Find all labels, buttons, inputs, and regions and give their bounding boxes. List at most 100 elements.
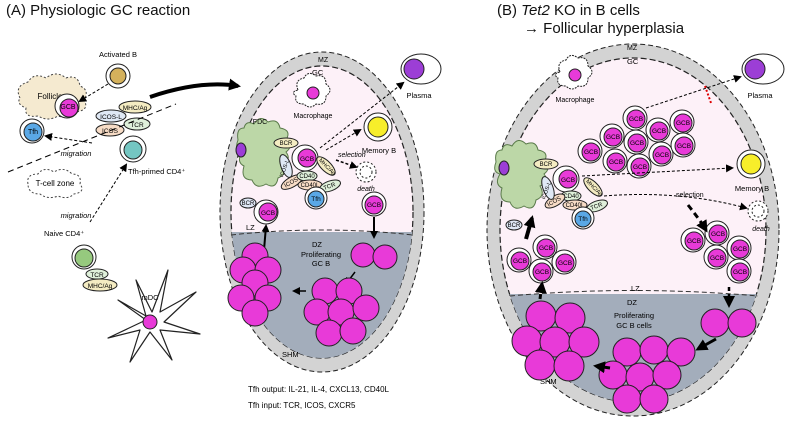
svg-text:Tfh: Tfh	[311, 196, 321, 203]
svg-text:GCB: GCB	[513, 258, 527, 265]
gc-panel-b: MZ GC LZ DZ Proliferating GC B cells SHM…	[486, 43, 785, 417]
gcb-lz-right-a: GCB	[361, 191, 387, 217]
svg-text:Memory B: Memory B	[362, 146, 396, 155]
svg-text:GCB: GCB	[733, 269, 747, 276]
naive-cd4-label: Naive CD4⁺	[44, 229, 84, 238]
macrophage-b: Macrophage	[554, 54, 595, 104]
mz-label-b: MZ	[627, 45, 638, 52]
panel-a-left: Follicle Activated B GCB Tfh ICOS-L MHC/…	[7, 50, 241, 363]
tcr-receptor	[123, 117, 151, 131]
zone-boundary	[7, 103, 177, 173]
svg-text:Macrophage: Macrophage	[294, 113, 333, 120]
svg-text:Plasma: Plasma	[747, 91, 773, 100]
arrow-dz-to-lz-b	[534, 281, 547, 300]
gc-label-a: GC	[312, 68, 324, 77]
activated-b-label: Activated B	[99, 50, 137, 59]
lz-label-a: LZ	[246, 223, 255, 232]
lz-dz-boundary-b	[509, 290, 759, 297]
icosl-receptor	[95, 109, 127, 123]
svg-text:GCB: GCB	[558, 260, 572, 267]
central-gcb-a: GCB BCR ICOS-L ICOS CD40 CD40L MHC/Ag TC…	[273, 137, 366, 210]
svg-text:MHC/Ag: MHC/Ag	[88, 283, 113, 290]
shm-label-b: SHM	[540, 377, 557, 386]
mhc-ag-receptor	[118, 100, 152, 114]
gcb-cluster-right-b: GCB GCB GCB GCB GCB	[680, 220, 752, 284]
arrow-selection-b	[686, 204, 708, 233]
svg-text:CD40: CD40	[299, 174, 315, 180]
svg-text:GCB: GCB	[687, 238, 701, 245]
svg-text:Macrophage: Macrophage	[556, 97, 595, 104]
dz-cells-b	[511, 300, 757, 414]
arrow-naive-to-primed	[89, 163, 128, 223]
arrow-up-b	[523, 215, 536, 240]
tet2-gene: Tet2	[521, 2, 550, 19]
svg-text:TCR: TCR	[130, 122, 144, 129]
svg-text:GCB: GCB	[652, 128, 666, 135]
svg-text:GCB: GCB	[609, 159, 623, 166]
t-cell-zone-cloud: T-cell zone	[27, 168, 83, 199]
memory-b-b: Memory B	[735, 149, 769, 193]
arrow-dz-shm-b	[593, 361, 611, 374]
svg-text:GCB: GCB	[539, 245, 553, 252]
tfh-input-text: Tfh input: TCR, ICOS, CXCR5	[248, 401, 356, 410]
svg-text:death: death	[752, 226, 770, 233]
arrow-to-gc-a	[149, 78, 241, 99]
svg-text:GCB: GCB	[629, 116, 643, 123]
block-mark-b	[704, 85, 712, 104]
gcb-lz-left-b: BCR	[505, 219, 523, 231]
svg-text:ICOS-L: ICOS-L	[541, 181, 553, 200]
arrow-activated-to-gcb	[78, 83, 109, 103]
arrow-to-death-b	[603, 194, 748, 211]
arrow-migration-tfh	[44, 132, 93, 144]
death-cell-a: death	[355, 161, 377, 193]
fdc-b	[494, 140, 549, 209]
memory-b-a: Memory B	[362, 112, 396, 155]
svg-text:GCB: GCB	[733, 246, 747, 253]
arrow-to-plasma-b	[645, 75, 742, 109]
svg-text:TCR: TCR	[90, 272, 104, 279]
plasma-cell-a: Plasma	[400, 53, 442, 100]
svg-text:CD40: CD40	[563, 194, 579, 200]
svg-text:GCB: GCB	[300, 156, 314, 163]
svg-text:TCR: TCR	[590, 202, 604, 212]
svg-text:GCB: GCB	[655, 152, 669, 159]
lz-dz-boundary-a	[230, 229, 414, 236]
tfh-output-text: Tfh output: IL-21, IL-4, CXCL13, CD40L	[248, 385, 390, 394]
svg-text:GCB: GCB	[676, 120, 690, 127]
svg-text:ICOS-L: ICOS-L	[279, 159, 291, 178]
migration-label-2: migration	[61, 211, 92, 220]
gc-panel-a: MZ GC LZ DZ Proliferating GC B SHM Macro…	[219, 51, 442, 410]
proliferating-label-b2: GC B cells	[616, 321, 652, 330]
dz-label-b: DZ	[627, 298, 637, 307]
svg-text:GCB: GCB	[677, 143, 691, 150]
death-cell-b: death	[747, 200, 770, 233]
svg-text:TCR: TCR	[323, 182, 337, 192]
icos-receptor	[95, 123, 125, 137]
arrow-to-plasma-a	[319, 81, 405, 149]
svg-text:GCB: GCB	[367, 202, 381, 209]
arrow-dz-to-lz-a	[261, 224, 270, 251]
svg-text:death: death	[357, 186, 375, 193]
svg-text:GCB: GCB	[711, 231, 725, 238]
arrow-to-death-a	[335, 159, 358, 169]
dz-label-a: DZ	[312, 240, 322, 249]
shm-label-a: SHM	[282, 350, 299, 359]
panel-a-title: (A) Physiologic GC reaction	[6, 2, 191, 19]
mdc-label: mDC	[141, 293, 159, 302]
svg-text:selection: selection	[338, 152, 366, 159]
tfh-primed-label: Tfh-primed CD4⁺	[128, 167, 185, 176]
central-gcb-b: BCR GCB MHC/Ag CD40 CD40L ICOS ICOS-L TC…	[533, 158, 704, 230]
svg-text:ICOS: ICOS	[102, 128, 119, 135]
svg-text:BCR: BCR	[280, 141, 293, 147]
svg-text:ICOS-L: ICOS-L	[100, 114, 122, 121]
svg-text:MHC/Ag: MHC/Ag	[123, 105, 148, 112]
arrow-to-memory-b	[581, 164, 734, 177]
macrophage-a: Macrophage	[292, 72, 333, 120]
gcb-lz-left-a: BCR GCB	[239, 197, 279, 225]
svg-text:CD40L: CD40L	[301, 183, 320, 189]
t-cell-zone-label: T-cell zone	[36, 179, 75, 188]
arrow-dz-cycle-b	[695, 337, 717, 351]
svg-text:Tfh: Tfh	[578, 216, 588, 223]
proliferating-label-b1: Proliferating	[614, 311, 654, 320]
